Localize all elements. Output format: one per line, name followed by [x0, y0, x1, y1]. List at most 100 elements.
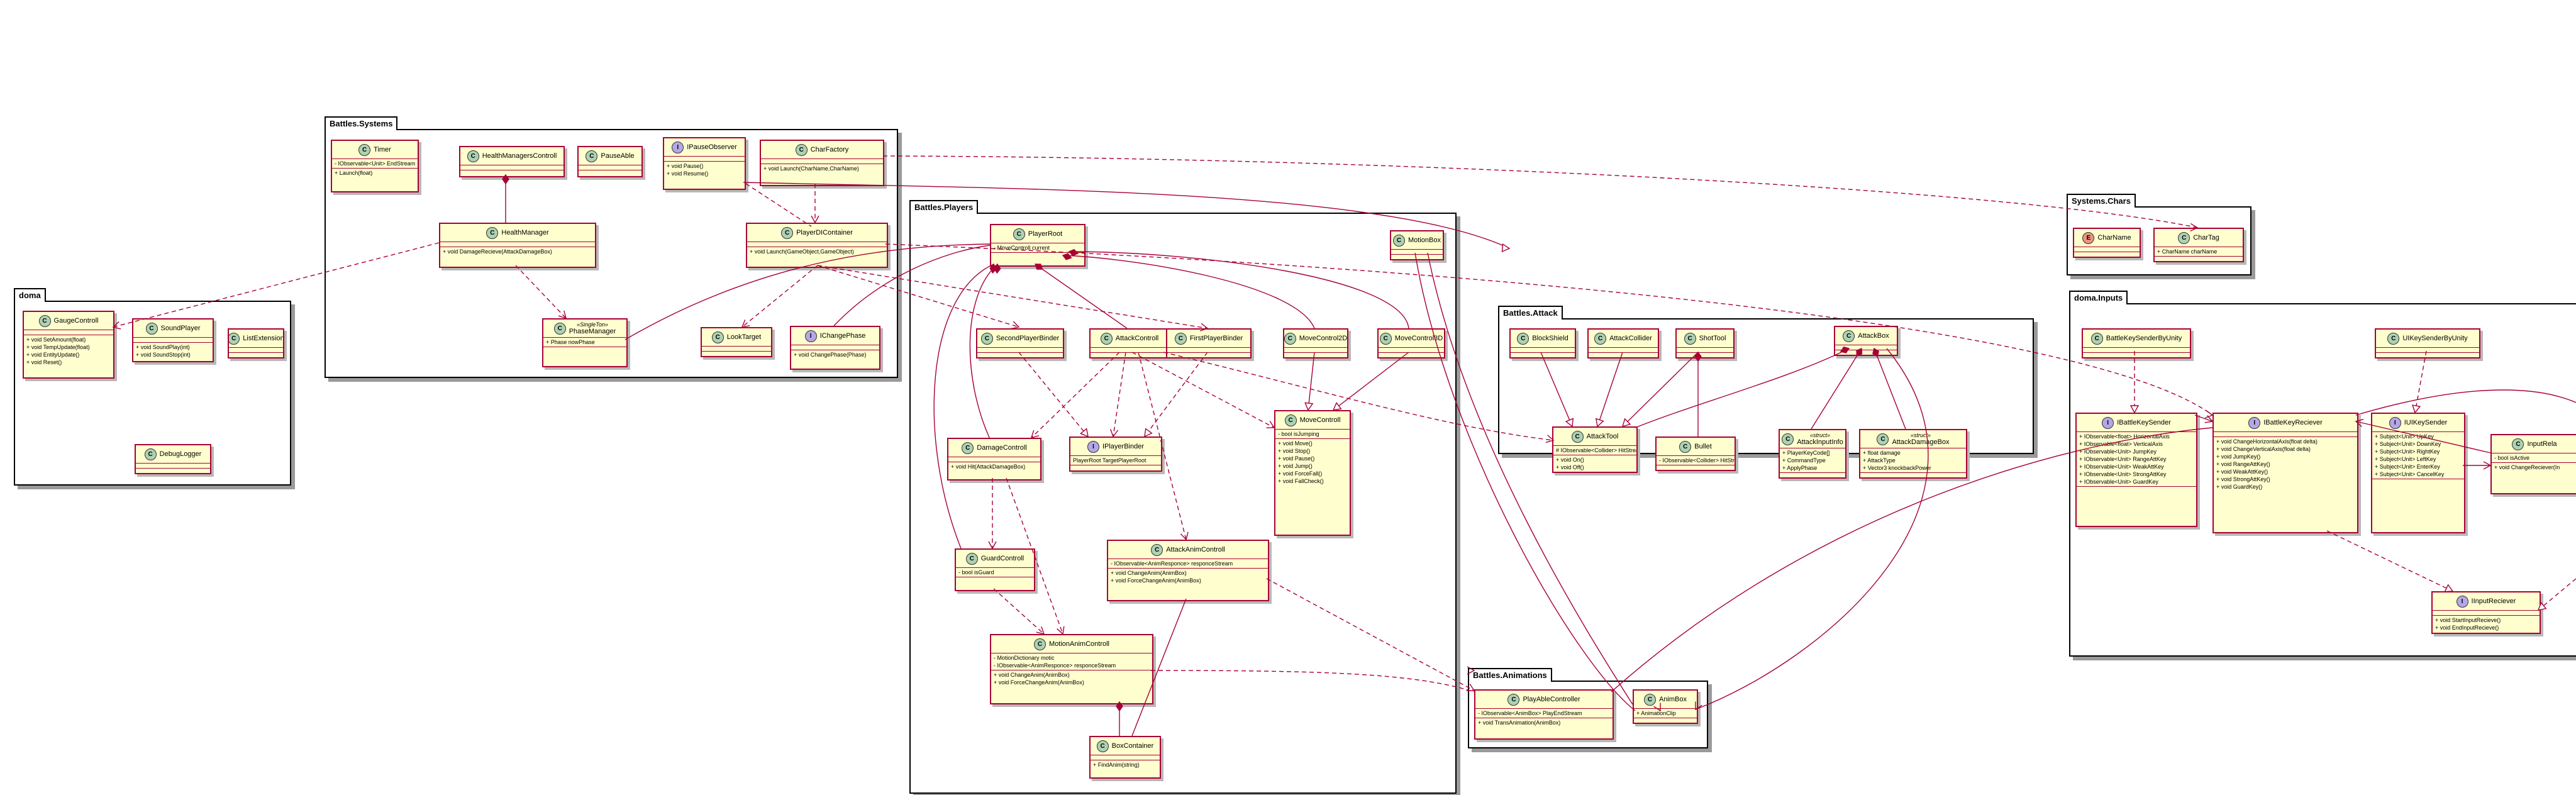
fields-section	[761, 158, 883, 164]
package-label: Battles.Systems	[325, 116, 398, 130]
class-badge-icon: C	[1843, 330, 1855, 342]
class-method: + void Launch(GameObject,GameObject)	[750, 248, 854, 255]
class-field: + Subject<Unit> UpKey	[2375, 433, 2434, 440]
class-badge-icon: C	[1034, 638, 1046, 650]
class-field: + float damage	[1863, 450, 1901, 456]
package-label: doma	[14, 288, 46, 302]
class-method: + void TempUpdate(float)	[26, 344, 90, 350]
class-method: + void ChangeReciever(In	[2494, 464, 2560, 470]
class-method: + void FallCheck()	[1278, 478, 1324, 484]
class-field: - bool isJumping	[1278, 431, 1319, 437]
class-field: - bool isGuard	[958, 569, 994, 575]
class-method: + void WeakAttKey()	[2216, 469, 2268, 475]
class-method: + void Off()	[1556, 464, 1584, 470]
class-method: + void ForceFall()	[1278, 470, 1323, 477]
fields-section: # IObservable<Collider> HitStream	[1553, 445, 1636, 455]
class-badge-icon: C	[1877, 433, 1889, 445]
methods-section	[1091, 352, 1169, 357]
fields-section	[948, 457, 1040, 462]
class-badge-icon: C	[980, 332, 993, 345]
class-badge-icon: C	[2178, 231, 2190, 244]
class-field: - IObservable<AnimResponce> responceStre…	[1111, 560, 1233, 567]
fields-section: - IObservable<AnimResponce> responceStre…	[1108, 559, 1268, 568]
class-badge-icon: C	[358, 143, 371, 156]
fields-section	[702, 346, 771, 351]
class-method: + void Pause()	[667, 163, 704, 169]
methods-section	[1860, 472, 1966, 477]
fields-section	[2214, 431, 2357, 436]
fields-section: - bool isActive	[2492, 453, 2576, 462]
methods-section: + void ChangeAnim(AnimBox)+ void ForceCh…	[1108, 568, 1268, 585]
fields-section	[747, 242, 887, 247]
package-label: Battles.Animations	[1468, 668, 1552, 682]
methods-section	[1167, 352, 1250, 357]
class-badge-icon: C	[1393, 234, 1406, 247]
class-field: - IObservable<Collider> HitStream	[1659, 457, 1735, 464]
fields-section	[1167, 347, 1250, 352]
class-stereotype: «struct»	[1810, 432, 1831, 438]
class-name: IUIKeySender	[2404, 419, 2448, 426]
class-badge-icon: C	[1379, 332, 1392, 345]
methods-section	[991, 252, 1084, 257]
class-badge-icon: C	[145, 322, 158, 335]
class-name: AttackAnimControll	[1166, 546, 1225, 553]
class-name: MoveControll	[1299, 416, 1341, 424]
class-field: # IObservable<Collider> HitStream	[1556, 447, 1638, 453]
class-badge-icon: C	[1782, 433, 1794, 445]
class-stereotype: «struct»	[1910, 432, 1931, 438]
class-name: MotionAnimControll	[1049, 640, 1109, 648]
interface-badge-icon: I	[2389, 416, 2401, 429]
class-field: - MoveControll current	[994, 245, 1050, 251]
class-name: MoveControl3D	[1394, 335, 1443, 342]
methods-section	[1657, 465, 1735, 470]
class-name: Bullet	[1694, 443, 1712, 450]
class-badge-icon: C	[1507, 693, 1520, 706]
fields-section: - MotionDictionary motic- IObservable<An…	[991, 653, 1152, 670]
fields-section: PlayerRoot TargetPlayerRoot	[1070, 455, 1161, 465]
class-method: + void Move()	[1278, 440, 1313, 447]
methods-section: + FindAnim(string)	[1091, 760, 1160, 769]
fields-section	[2074, 247, 2140, 252]
methods-section	[2077, 486, 2196, 491]
class-method: + void EntityUpdate()	[26, 352, 80, 358]
methods-section	[543, 347, 626, 352]
class-field: - bool isActive	[2494, 455, 2530, 461]
methods-section: + void ChangeAnim(AnimBox)+ void ForceCh…	[991, 670, 1152, 687]
interface-badge-icon: I	[2248, 416, 2261, 429]
class-field: + PlayerKeyCode[]	[1782, 450, 1830, 456]
class-stereotype: «SingleTon»	[577, 321, 608, 328]
class-attack-damage-box: C«struct»AttackDamageBox+ float damage+ …	[1859, 429, 1967, 479]
class-name: CharName	[2097, 234, 2131, 242]
class-method: + void StartInputRecieve()	[2435, 617, 2501, 623]
class-method: + void StrongAttKey()	[2216, 476, 2270, 482]
fields-section	[1677, 347, 1733, 352]
fields-section	[664, 156, 745, 161]
class-name: PauseAble	[601, 152, 635, 160]
package-label: Battles.Players	[909, 200, 979, 214]
class-badge-icon: C	[1571, 430, 1584, 443]
class-method: + void Reset()	[26, 359, 62, 365]
methods-section	[1634, 718, 1697, 723]
class-name: AttackCollider	[1609, 335, 1652, 342]
class-badge-icon: C	[1151, 543, 1163, 556]
class-name: FirstPlayerBinder	[1189, 335, 1243, 342]
fields-section: - IObservable<AnimBox> PlayEndStream	[1475, 708, 1613, 718]
methods-section: + void ChangeHorizontalAxis(float delta)…	[2214, 436, 2357, 491]
class-method: + void Jump()	[1278, 463, 1313, 469]
class-badge-icon: C	[553, 322, 566, 335]
class-name: CharTag	[2193, 234, 2219, 242]
class-name: PhaseManager	[569, 328, 616, 335]
